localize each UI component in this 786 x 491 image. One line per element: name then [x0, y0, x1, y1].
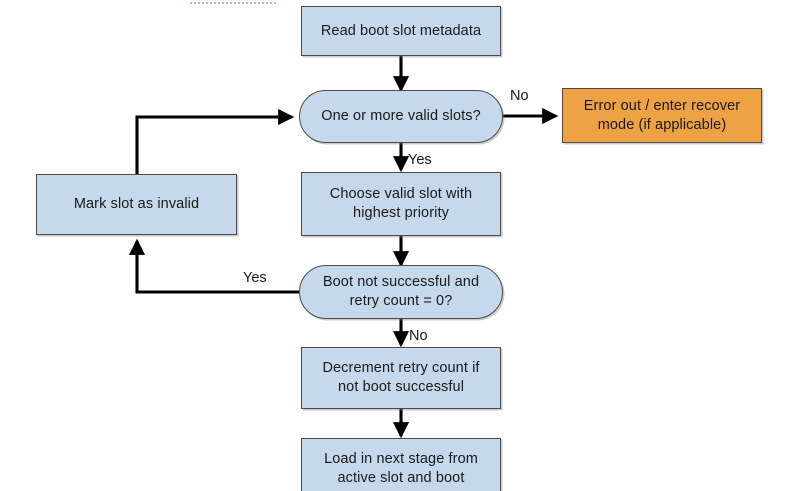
edge-label-boot-retry-yes: Yes: [243, 270, 267, 286]
red-dotted-artifact: [190, 2, 276, 4]
node-label-line2: not boot successful: [337, 379, 465, 395]
node-label-line1: Boot not successful and: [322, 274, 480, 290]
node-read-boot-slot-metadata[interactable]: Read boot slot metadata: [301, 6, 501, 56]
node-choose-valid-slot[interactable]: Choose valid slot with highest priority: [301, 172, 501, 236]
edge-mark-invalid-to-valid-slots: [135, 108, 295, 174]
node-label: One or more valid slots?: [321, 108, 481, 124]
edge-label-boot-retry-no: No: [409, 328, 428, 344]
node-error-out-enter-recover-mode[interactable]: Error out / enter recover mode (if appli…: [562, 88, 762, 143]
node-label: Mark slot as invalid: [73, 196, 200, 212]
node-label-line2: retry count = 0?: [349, 293, 453, 309]
node-label-line1: Error out / enter recover: [583, 97, 741, 114]
node-label: Read boot slot metadata: [320, 22, 482, 39]
node-label-line2: highest priority: [353, 205, 449, 221]
edge-boot-check-yes-to-mark-invalid: [128, 238, 299, 294]
node-label-line1: Choose valid slot with: [329, 186, 473, 202]
node-boot-not-successful-retry-zero[interactable]: Boot not successful and retry count = 0?: [299, 265, 503, 319]
node-label-line2: active slot and boot: [337, 470, 465, 486]
node-one-or-more-valid-slots[interactable]: One or more valid slots?: [299, 90, 503, 143]
node-load-next-stage[interactable]: Load in next stage from active slot and …: [301, 438, 501, 491]
edge-label-valid-slots-yes: Yes: [408, 152, 432, 168]
node-mark-slot-as-invalid[interactable]: Mark slot as invalid: [36, 174, 237, 235]
node-label-line2: mode (if applicable): [597, 116, 727, 133]
node-label-line1: Load in next stage from: [324, 451, 478, 467]
node-decrement-retry-count[interactable]: Decrement retry count if not boot succes…: [301, 347, 501, 409]
node-label-line1: Decrement retry count if: [322, 360, 480, 376]
edge-label-valid-slots-no: No: [510, 88, 529, 104]
